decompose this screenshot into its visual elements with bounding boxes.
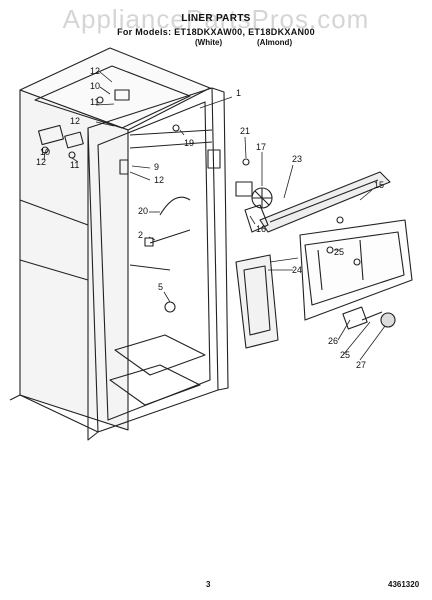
callout-20: 20 bbox=[138, 206, 148, 216]
callout-9: 9 bbox=[154, 162, 159, 172]
callout-5: 5 bbox=[158, 282, 163, 292]
callout-25b: 25 bbox=[340, 350, 350, 360]
callout-27: 27 bbox=[356, 360, 366, 370]
control-parts bbox=[38, 89, 180, 175]
callout-24: 24 bbox=[292, 265, 302, 275]
evaporator-cover bbox=[144, 158, 413, 349]
callout-11b: 11 bbox=[70, 160, 79, 170]
callout-15: 15 bbox=[374, 180, 384, 190]
callout-labels: 1 2 5 9 10 11 12 12 12 12 15 16 17 19 20… bbox=[36, 66, 384, 370]
callout-25a: 25 bbox=[334, 247, 344, 257]
callout-1: 1 bbox=[236, 88, 241, 98]
callout-23: 23 bbox=[292, 154, 302, 164]
color-white: (White) bbox=[195, 38, 223, 47]
callout-19: 19 bbox=[184, 138, 194, 148]
callout-17: 17 bbox=[256, 142, 266, 152]
callout-10b: 10 bbox=[40, 147, 50, 157]
liner-cabinet bbox=[9, 47, 229, 441]
page-number: 3 bbox=[206, 580, 211, 589]
callout-16: 16 bbox=[256, 224, 266, 234]
document-number: 4361320 bbox=[388, 580, 420, 589]
leader-lines bbox=[43, 71, 386, 361]
callout-12a: 12 bbox=[90, 66, 100, 76]
page-title: LINER PARTS bbox=[181, 13, 251, 24]
callout-12c: 12 bbox=[36, 157, 46, 167]
color-almond: (Almond) bbox=[257, 38, 293, 47]
callout-21: 21 bbox=[240, 126, 250, 136]
callout-12d: 12 bbox=[70, 116, 80, 126]
callout-26: 26 bbox=[328, 336, 338, 346]
models-line: For Models: ET18DKXAW00, ET18DKXAN00 bbox=[117, 27, 315, 37]
callout-10a: 10 bbox=[90, 81, 100, 91]
callout-12b: 12 bbox=[154, 175, 164, 185]
callout-2: 2 bbox=[138, 230, 143, 240]
callout-11a: 11 bbox=[90, 97, 99, 107]
